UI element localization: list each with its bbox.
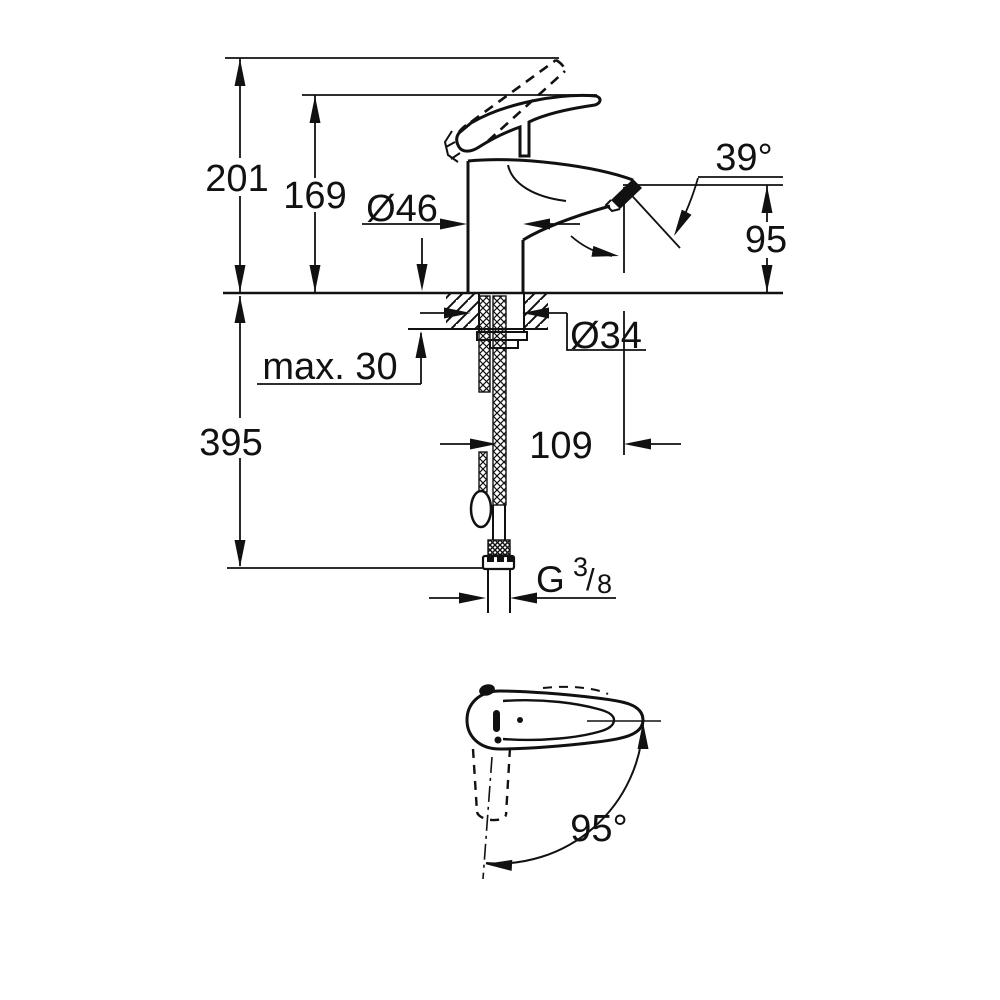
lever-handle-side: [455, 94, 602, 158]
dim-hole-diameter-label: Ø34: [570, 315, 642, 357]
hose-right-braided: [492, 295, 507, 506]
hose-left-braided: [478, 295, 491, 393]
dim-body-diameter-label: Ø46: [366, 188, 438, 230]
dimension-labels: 201 169 Ø46 39° 95 max. 30 Ø34 395 109 G…: [199, 137, 787, 850]
rotation-axis-dashdot: [482, 756, 493, 880]
nut-knurl-3: [507, 555, 513, 562]
aerator-lip: [604, 199, 621, 213]
thread-denominator: 8: [597, 569, 612, 599]
handle-alt-position-dashed: [542, 685, 609, 695]
handle-button-dot: [479, 684, 495, 696]
thread-numerator: 3: [573, 552, 588, 582]
hub-dot-2: [494, 736, 502, 744]
handle-top-outline: [465, 689, 645, 751]
dim-lever-height-label: 169: [283, 175, 346, 217]
swing-angle-arc: [485, 723, 644, 865]
faucet-outline: [443, 58, 642, 292]
top-view: [465, 684, 661, 880]
nut-knurl-1: [487, 555, 494, 562]
thread-slash: /: [586, 562, 595, 597]
handle-rotated-dashed: [471, 747, 512, 822]
dim-deck-thickness-label: max. 30: [262, 346, 397, 388]
nut-knurl-2: [497, 555, 504, 562]
lever-front-detail: [443, 130, 461, 163]
thread-prefix: G: [536, 559, 565, 600]
label-masks: [199, 158, 792, 458]
leader-hole-diameter-label: [566, 313, 646, 351]
hose-fitting-knurl: [487, 539, 511, 556]
dim-below-deck-depth-label: 395: [199, 422, 262, 464]
hub-dot-1: [517, 717, 523, 723]
mounting-section: [408, 294, 548, 613]
spout-top-edge: [467, 158, 634, 182]
aerator-face: [611, 179, 642, 209]
lever-raised-dashed: [457, 58, 567, 142]
pull-rod-knob: [469, 489, 493, 529]
dim-handle-swing-label: 95°: [570, 808, 627, 850]
dim-thread-label: G 3 / 8: [536, 552, 612, 600]
dim-outlet-reach-label: 109: [529, 425, 592, 467]
dim-spout-angle-label: 39°: [715, 137, 772, 179]
dim-outlet-height-label: 95: [745, 219, 787, 261]
dim-overall-height-label: 201: [205, 158, 268, 200]
hub-slot-mark: [493, 710, 500, 732]
spout-inner-curve: [507, 164, 567, 202]
handle-top-inner: [502, 699, 616, 742]
spout-underside: [522, 204, 611, 242]
side-view: [223, 57, 783, 613]
spout-angle-incline-line: [623, 186, 681, 249]
pull-rod: [478, 451, 488, 493]
